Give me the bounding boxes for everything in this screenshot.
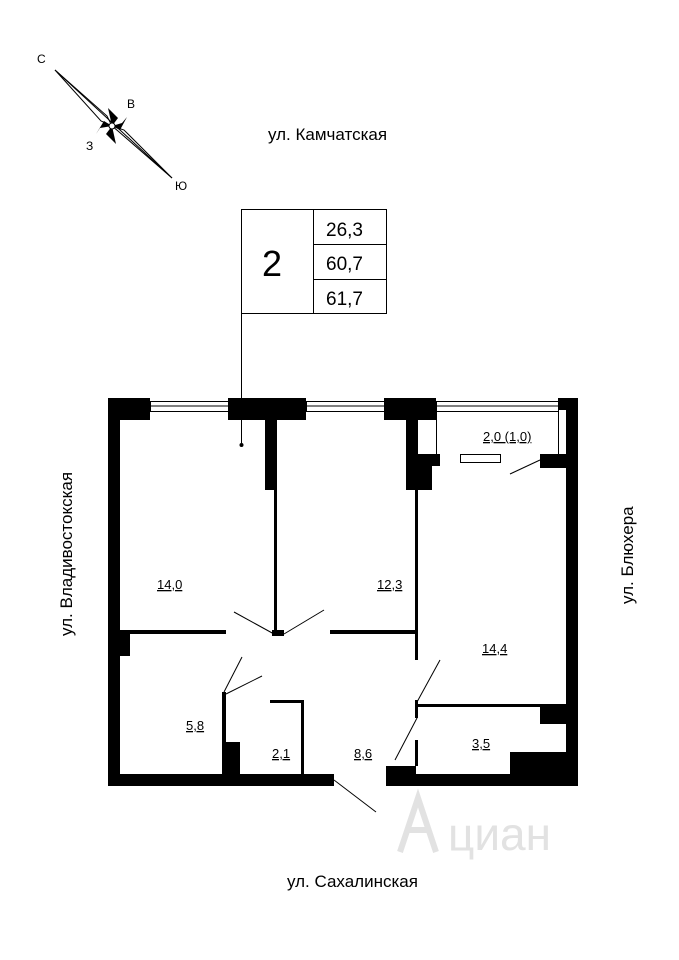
living-area: 26,3	[326, 220, 363, 241]
area-wc: 2,1	[272, 746, 290, 761]
doors	[223, 459, 541, 813]
area-room-left: 14,0	[157, 577, 182, 592]
total-area-with-balcony: 61,7	[326, 289, 363, 310]
street-south: ул. Сахалинская	[287, 872, 418, 891]
watermark-text: циан	[448, 808, 551, 860]
compass-north: С	[37, 52, 46, 66]
area-bathroom: 3,5	[472, 736, 490, 751]
total-area: 60,7	[326, 254, 363, 275]
area-balcony: 2,0 (1,0)	[483, 429, 531, 444]
compass-west: З	[86, 139, 93, 153]
watermark: циан	[397, 788, 551, 860]
apartment-info-box: 2 26,3 60,7 61,7	[239, 209, 387, 447]
area-kitchen-small: 5,8	[186, 718, 204, 733]
area-room-middle: 12,3	[377, 577, 402, 592]
room-labels: 14,0 12,3 14,4 2,0 (1,0) 5,8 2,1 8,6 3,5	[157, 429, 531, 761]
room-count: 2	[262, 243, 282, 284]
windows	[150, 401, 559, 463]
compass-south: Ю	[175, 179, 187, 193]
street-north: ул. Камчатская	[268, 125, 387, 144]
compass-east: В	[127, 97, 135, 111]
street-west: ул. Владивостокская	[57, 472, 76, 636]
area-hall: 8,6	[354, 746, 372, 761]
street-east: ул. Блюхера	[618, 506, 637, 604]
compass-icon: С В З Ю	[37, 52, 187, 193]
area-room-right: 14,4	[482, 641, 507, 656]
walls	[108, 398, 578, 786]
